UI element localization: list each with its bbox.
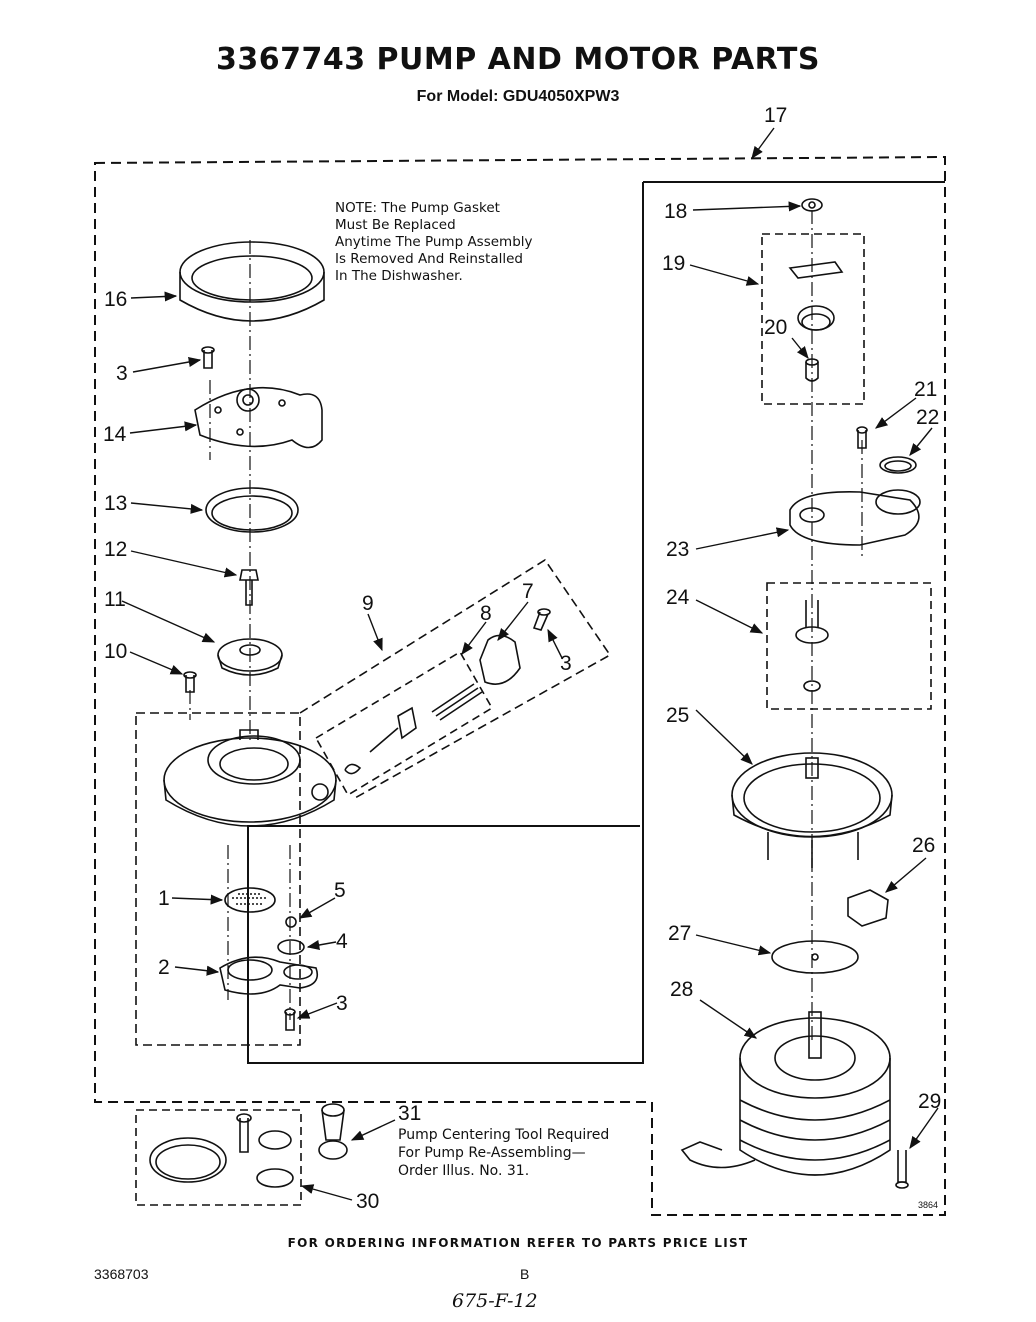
ordering-footer: FOR ORDERING INFORMATION REFER TO PARTS … xyxy=(287,1236,749,1250)
callout-leaders xyxy=(121,127,939,1201)
callout-13: 13 xyxy=(104,492,127,515)
part-25-motor-bracket xyxy=(731,752,893,868)
callout-20: 20 xyxy=(764,316,787,339)
part-8-spring xyxy=(344,683,483,775)
part-28-motor xyxy=(680,1011,891,1176)
part-3-screw-top xyxy=(201,346,215,369)
callout-30: 30 xyxy=(356,1190,379,1213)
part-1-filter-screen xyxy=(224,887,276,913)
item-19-group-outline xyxy=(761,233,865,405)
center-lines xyxy=(189,210,863,1040)
part-20-bushing xyxy=(805,358,819,382)
callout-19: 19 xyxy=(662,252,685,275)
callout-10: 10 xyxy=(104,640,127,663)
part-4-o-ring xyxy=(277,939,305,955)
part-27-insulator-disc xyxy=(771,940,859,974)
callout-18: 18 xyxy=(664,200,687,223)
callout-3-top: 3 xyxy=(116,362,128,385)
pump-housing-group-outline xyxy=(135,712,301,1046)
callout-7: 7 xyxy=(522,580,534,603)
callout-9: 9 xyxy=(362,592,374,615)
callout-14: 14 xyxy=(103,423,127,446)
part-7-valve-cap xyxy=(479,608,551,685)
item-9-group-outline xyxy=(299,558,612,799)
part-26-terminal-block xyxy=(847,889,889,927)
callout-8: 8 xyxy=(480,602,492,625)
assembly-outline-17 xyxy=(94,155,946,1216)
callout-4: 4 xyxy=(336,930,348,953)
callout-3-bottom: 3 xyxy=(336,992,348,1015)
section-divider xyxy=(247,181,945,1064)
item-8-group-outline xyxy=(314,650,494,797)
callout-26: 26 xyxy=(912,834,935,857)
callout-16: 16 xyxy=(104,288,127,311)
callout-27: 27 xyxy=(668,922,691,945)
callout-25: 25 xyxy=(666,704,689,727)
callout-31: 31 xyxy=(398,1102,421,1125)
model-subtitle: For Model: GDU4050XPW3 xyxy=(416,88,620,105)
part-14-pump-cover xyxy=(194,386,323,449)
callout-24: 24 xyxy=(666,586,690,609)
item-24-group-outline xyxy=(766,582,932,710)
callout-numbers: 16 3 14 13 12 11 10 9 8 7 3 1 5 4 2 3 17… xyxy=(103,104,941,1213)
part-2-pump-base xyxy=(219,956,319,995)
document-number: 3368703 xyxy=(94,1266,149,1282)
callout-29: 29 xyxy=(918,1090,941,1113)
item-30-kit-outline xyxy=(135,1109,302,1206)
gasket-note: NOTE: The Pump Gasket Must Be Replaced A… xyxy=(335,200,533,284)
page-letter: B xyxy=(520,1266,530,1282)
part-22-o-ring xyxy=(879,456,917,474)
part-21-screw xyxy=(856,426,868,449)
part-16-pump-gasket xyxy=(179,241,325,322)
callout-17: 17 xyxy=(764,104,787,127)
part-13-seal-ring xyxy=(205,487,299,533)
part-29-screw xyxy=(895,1150,909,1189)
drawing-code: 3864 xyxy=(918,1200,939,1210)
part-5-ball xyxy=(285,916,297,928)
part-31-centering-tool xyxy=(318,1103,348,1160)
part-3-screw-bottom xyxy=(284,1008,296,1031)
part-10-screw xyxy=(183,671,197,693)
callout-1: 1 xyxy=(158,887,170,910)
callout-11: 11 xyxy=(104,588,126,611)
handwritten-mark: 675-F-12 xyxy=(452,1290,538,1312)
part-23-motor-mount-plate xyxy=(789,489,921,546)
part-24-shaft-coupler xyxy=(795,600,829,692)
callout-23: 23 xyxy=(666,538,689,561)
part-19-clutch-parts xyxy=(788,261,844,331)
callout-22: 22 xyxy=(916,406,939,429)
callout-21: 21 xyxy=(914,378,937,401)
callout-28: 28 xyxy=(670,978,693,1001)
part-11-impeller xyxy=(217,638,283,676)
page-title: 3367743 PUMP AND MOTOR PARTS xyxy=(215,42,820,77)
callout-12: 12 xyxy=(104,538,127,561)
centering-tool-note: Pump Centering Tool Required For Pump Re… xyxy=(398,1127,610,1179)
part-12-impeller-bolt xyxy=(239,569,259,606)
callout-5: 5 xyxy=(334,879,346,902)
part-18-seal xyxy=(801,198,823,212)
callout-2: 2 xyxy=(158,956,170,979)
callout-3-valve: 3 xyxy=(560,652,572,675)
pump-housing xyxy=(163,729,337,827)
part-30-gasket-kit xyxy=(149,1113,294,1188)
